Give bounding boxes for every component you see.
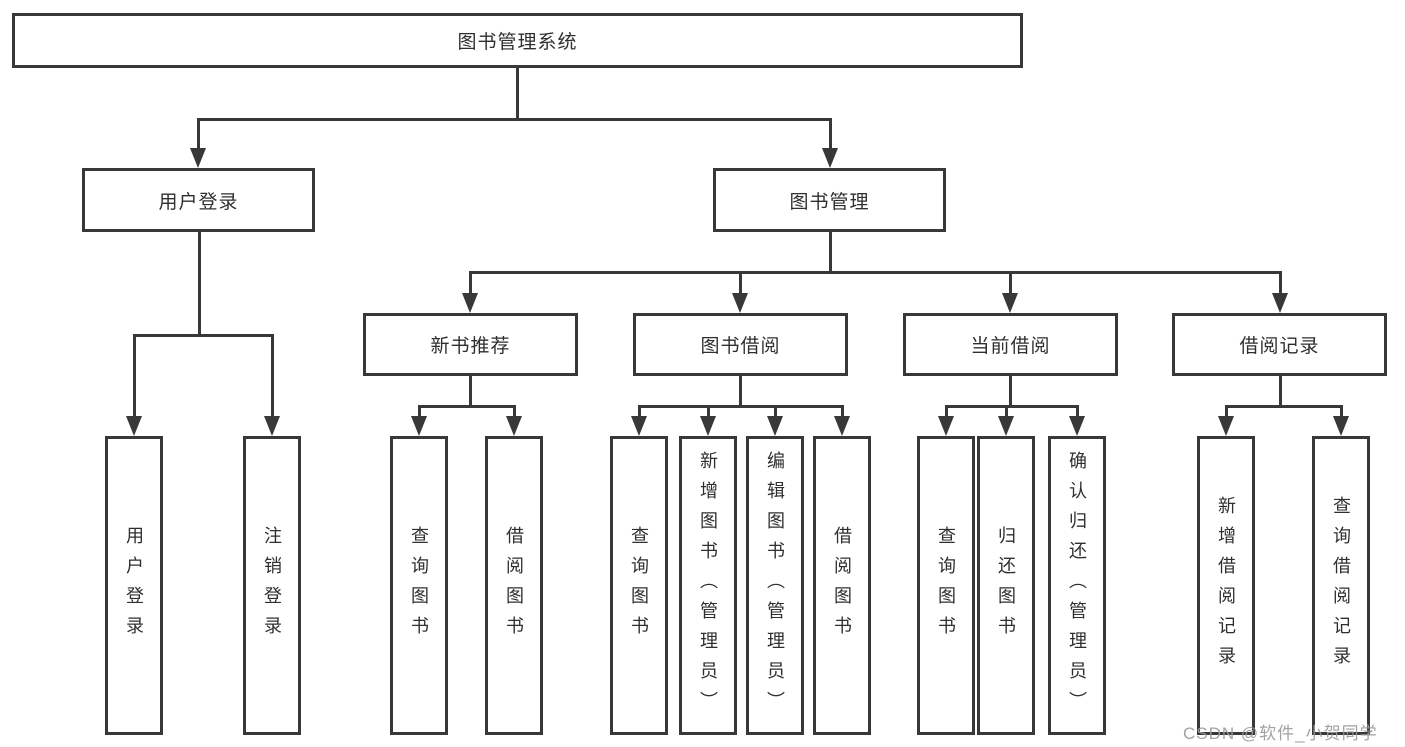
edge-line [417, 406, 421, 418]
edge-line [944, 406, 948, 418]
arrowhead-down-icon [938, 416, 954, 436]
edge-line [417, 404, 516, 408]
edge-line [738, 376, 742, 406]
edge-line [468, 376, 472, 406]
arrowhead-down-icon [700, 416, 716, 436]
leaf-label: 查询图书 [936, 525, 956, 646]
arrowhead-down-icon [998, 416, 1014, 436]
edge-line [828, 232, 832, 272]
edge-line [1339, 406, 1343, 418]
leaf-edit-book-admin: 编辑图书（管理员） [746, 436, 804, 735]
node-book-borrow: 图书借阅 [633, 313, 848, 376]
node-root: 图书管理系统 [12, 13, 1023, 68]
edge-line [773, 406, 777, 418]
edge-line [1278, 376, 1282, 406]
edge-line [1278, 272, 1282, 293]
edge-line [637, 404, 844, 408]
edge-line [196, 117, 832, 121]
arrowhead-down-icon [1333, 416, 1349, 436]
leaf-query-books-current: 查询图书 [917, 436, 975, 735]
leaf-label: 新增借阅记录 [1216, 495, 1236, 676]
arrowhead-down-icon [506, 416, 522, 436]
leaf-label: 注销登录 [262, 525, 282, 646]
edge-line [1075, 406, 1079, 418]
arrowhead-down-icon [411, 416, 427, 436]
edge-line [270, 335, 274, 416]
leaf-label: 归还图书 [996, 525, 1016, 646]
leaf-add-borrow-record: 新增借阅记录 [1197, 436, 1255, 735]
arrowhead-down-icon [1218, 416, 1234, 436]
edge-line [828, 119, 832, 150]
leaf-label: 查询图书 [629, 525, 649, 646]
leaf-logout: 注销登录 [243, 436, 301, 735]
edge-line [132, 335, 136, 416]
csdn-watermark: CSDN @软件_小贺同学 [1183, 724, 1378, 743]
arrowhead-down-icon [126, 416, 142, 436]
leaf-confirm-return-admin: 确认归还（管理员） [1048, 436, 1106, 735]
node-user-login: 用户登录 [82, 168, 315, 232]
arrowhead-down-icon [822, 148, 838, 168]
leaf-label: 新增图书（管理员） [698, 450, 718, 721]
edge-line [840, 406, 844, 418]
leaf-label: 借阅图书 [504, 525, 524, 646]
edge-line [512, 406, 516, 418]
edge-line [637, 406, 641, 418]
leaf-add-book-admin: 新增图书（管理员） [679, 436, 737, 735]
leaf-query-borrow-record: 查询借阅记录 [1312, 436, 1370, 735]
edge-line [1004, 406, 1008, 418]
leaf-return-book: 归还图书 [977, 436, 1035, 735]
edge-line [515, 68, 519, 119]
arrowhead-down-icon [834, 416, 850, 436]
node-book-management: 图书管理 [713, 168, 946, 232]
edge-line [1008, 376, 1012, 406]
leaf-borrow-books-2: 借阅图书 [813, 436, 871, 735]
edge-line [132, 333, 274, 337]
edge-line [1224, 404, 1343, 408]
edge-line [468, 272, 472, 293]
leaf-label: 编辑图书（管理员） [765, 450, 785, 721]
edge-line [197, 232, 201, 335]
arrowhead-down-icon [732, 293, 748, 313]
node-current-borrow: 当前借阅 [903, 313, 1118, 376]
leaf-label: 查询图书 [409, 525, 429, 646]
arrowhead-down-icon [190, 148, 206, 168]
edge-line [706, 406, 710, 418]
arrowhead-down-icon [462, 293, 478, 313]
leaf-label: 借阅图书 [832, 525, 852, 646]
leaf-query-books-recommend: 查询图书 [390, 436, 448, 735]
leaf-query-books-borrow: 查询图书 [610, 436, 668, 735]
edge-line [1224, 406, 1228, 418]
edge-line [1008, 272, 1012, 293]
leaf-label: 确认归还（管理员） [1067, 450, 1087, 721]
node-new-book-recommend: 新书推荐 [363, 313, 578, 376]
arrowhead-down-icon [631, 416, 647, 436]
edge-line [196, 119, 200, 150]
edge-line [944, 404, 1079, 408]
arrowhead-down-icon [767, 416, 783, 436]
arrowhead-down-icon [1272, 293, 1288, 313]
edge-line [738, 272, 742, 293]
node-borrow-records: 借阅记录 [1172, 313, 1387, 376]
edge-line [468, 270, 1282, 274]
arrowhead-down-icon [264, 416, 280, 436]
leaf-user-login: 用户登录 [105, 436, 163, 735]
leaf-borrow-books-recommend: 借阅图书 [485, 436, 543, 735]
arrowhead-down-icon [1069, 416, 1085, 436]
leaf-label: 查询借阅记录 [1331, 495, 1351, 676]
arrowhead-down-icon [1002, 293, 1018, 313]
leaf-label: 用户登录 [124, 525, 144, 646]
